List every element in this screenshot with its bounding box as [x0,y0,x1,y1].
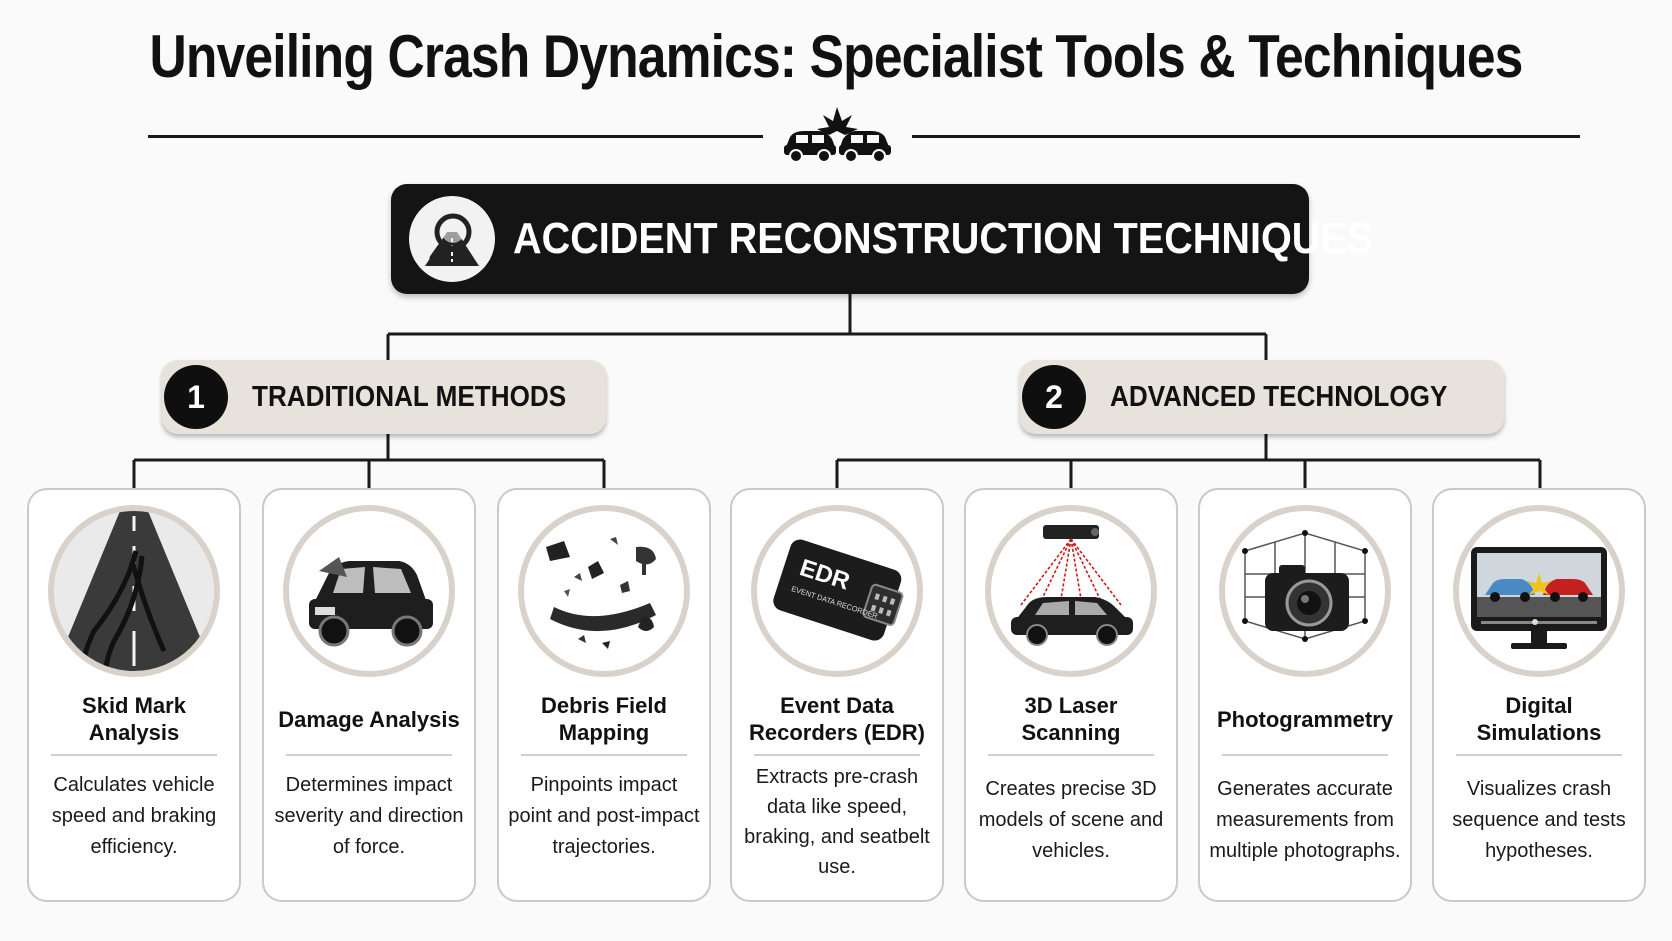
category-traditional-methods: 1 TRADITIONAL METHODS [162,360,606,434]
main-heading-box: ACCIDENT RECONSTRUCTION TECHNIQUES [391,184,1373,294]
technique-description: Creates precise 3D models of scene and v… [978,778,1164,862]
technique-card-event-data-recorders: EDR EVENT DATA RECORDER Event Data Recor… [730,488,944,902]
main-heading: ACCIDENT RECONSTRUCTION TECHNIQUES [513,214,1374,263]
card-divider [521,754,687,756]
technique-card-photogrammetry: Photogrammetry Generates accurate measur… [1198,488,1412,902]
category-label: TRADITIONAL METHODS [252,381,567,413]
camera-grid-icon [1219,505,1391,677]
title-rule-left [148,135,763,138]
technique-name: Event Data Recorders (EDR) [748,693,926,745]
technique-name: Digital Simulations [1476,693,1602,745]
damaged-car-icon [283,505,455,677]
card-divider [51,754,217,756]
laser-scanner-car-icon [985,505,1157,677]
technique-card-digital-simulations: Digital Simulations Visualizes crash seq… [1432,488,1646,902]
technique-description: Pinpoints impact point and post-impact t… [508,774,700,858]
technique-name: Skid Mark Analysis [82,693,186,745]
page-title: Unveiling Crash Dynamics: Specialist Too… [149,23,1523,90]
card-divider [1456,754,1622,756]
card-divider [1222,754,1388,756]
debris-pieces-icon [518,505,690,677]
card-divider [754,754,920,756]
category-label: ADVANCED TECHNOLOGY [1110,381,1448,413]
technique-description: Generates accurate measurements from mul… [1209,778,1401,862]
card-divider [286,754,452,756]
car-crash-icon [784,107,891,163]
technique-description: Visualizes crash sequence and tests hypo… [1452,778,1626,862]
technique-name: Debris Field Mapping [541,693,667,745]
technique-card-debris-field-mapping: Debris Field Mapping Pinpoints impact po… [497,488,711,902]
technique-description: Extracts pre-crash data like speed, brak… [744,766,930,878]
magnifier-road-icon [409,196,495,282]
technique-name: Damage Analysis [278,706,460,732]
category-number: 1 [164,365,228,429]
category-number: 2 [1022,365,1086,429]
technique-name: 3D Laser Scanning [1021,693,1121,745]
category-advanced-technology: 2 ADVANCED TECHNOLOGY [1020,360,1504,434]
card-divider [988,754,1154,756]
road-skid-marks-icon [48,505,220,677]
technique-card-damage-analysis: Damage Analysis Determines impact severi… [262,488,476,902]
technique-name: Photogrammetry [1216,706,1394,732]
edr-device-icon: EDR EVENT DATA RECORDER [751,505,923,677]
monitor-simulation-icon [1453,505,1625,677]
technique-card-3d-laser-scanning: 3D Laser Scanning Creates precise 3D mod… [964,488,1178,902]
technique-card-skid-mark-analysis: Skid Mark Analysis Calculates vehicle sp… [27,488,241,902]
technique-description: Determines impact severity and direction… [274,774,464,858]
title-rule-right [912,135,1580,138]
technique-description: Calculates vehicle speed and braking eff… [51,774,217,858]
